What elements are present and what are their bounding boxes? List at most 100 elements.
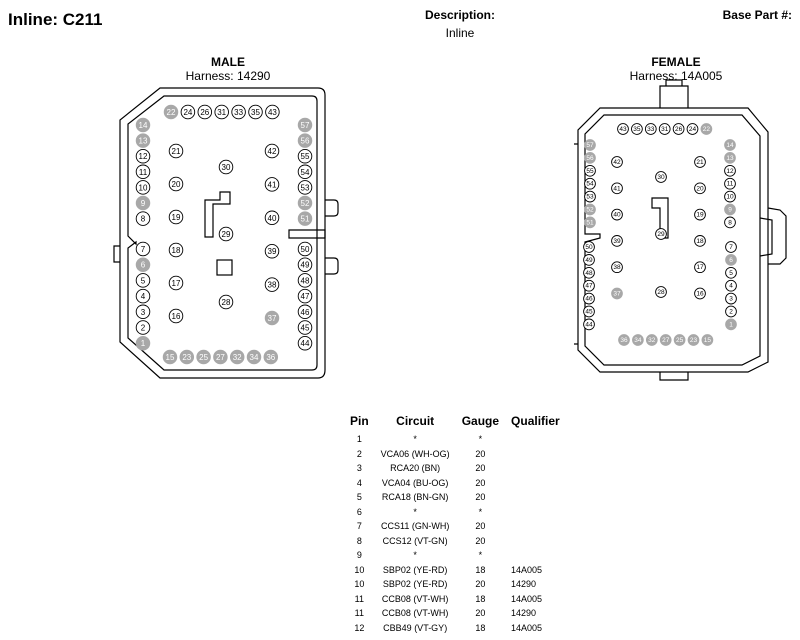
female-pin-23: 23 xyxy=(687,334,700,346)
male-pin-36: 36 xyxy=(263,349,279,365)
male-pin-47: 47 xyxy=(297,288,313,304)
female-pin-label: 43 xyxy=(619,126,627,133)
female-pin-label: 24 xyxy=(689,126,697,133)
male-pin-24: 24 xyxy=(180,104,196,120)
female-pin-label: 19 xyxy=(696,212,704,219)
circuit-cell: VCA06 (WH-OG) xyxy=(380,448,450,459)
male-pin-54: 54 xyxy=(297,164,313,180)
female-pin-circle xyxy=(724,216,736,229)
male-pin-circle xyxy=(197,104,213,120)
female-pin-31: 31 xyxy=(658,123,671,135)
male-pin-circle xyxy=(297,195,313,211)
female-pin-36: 36 xyxy=(618,334,630,346)
female-pin-circle xyxy=(673,334,686,346)
female-pin-label: 56 xyxy=(586,155,594,162)
male-pin-label: 10 xyxy=(139,183,148,192)
female-pin-circle xyxy=(611,261,623,274)
female-pin-circle xyxy=(658,123,671,135)
female-pin-label: 35 xyxy=(633,126,641,133)
male-pin-2: 2 xyxy=(135,320,151,335)
male-pin-circle xyxy=(264,277,280,292)
female-pin-circle xyxy=(611,156,623,168)
female-pin-circle xyxy=(694,156,706,168)
female-pin-label: 11 xyxy=(727,181,734,188)
female-pin-label: 53 xyxy=(586,194,594,201)
circuit-cell: CCS11 (GN-WH) xyxy=(381,521,450,532)
male-pin-53: 53 xyxy=(297,180,313,195)
male-pin-circle xyxy=(213,349,228,365)
female-pin-circle xyxy=(694,261,706,274)
pin-cell: 2 xyxy=(356,448,362,459)
male-pin-circle xyxy=(297,288,313,304)
female-pin-circle xyxy=(584,203,596,216)
female-pin-circle xyxy=(724,177,736,190)
male-pin-label: 18 xyxy=(172,246,181,255)
male-pin-circle xyxy=(231,104,246,120)
male-pin-12: 12 xyxy=(135,148,151,164)
female-pin-label: 52 xyxy=(586,207,594,214)
male-pin-circle xyxy=(135,273,151,288)
circuit-cell: RCA20 (BN) xyxy=(390,463,441,474)
male-pin-48: 48 xyxy=(297,273,313,288)
qualifier-cell xyxy=(505,519,566,534)
male-pin-circle xyxy=(297,335,313,351)
circuit-cell: * xyxy=(413,506,417,517)
female-pin-circle xyxy=(583,254,595,266)
pin-cell: 11 xyxy=(354,593,364,604)
male-pin-label: 29 xyxy=(222,230,231,239)
female-pin-circle xyxy=(659,334,672,346)
female-pin-circle xyxy=(631,123,643,135)
male-pin-label: 27 xyxy=(216,353,225,362)
female-pin-circle xyxy=(611,235,623,247)
female-pin-18: 18 xyxy=(694,235,706,247)
gauge-cell: 18 xyxy=(475,622,486,633)
male-pin-label: 25 xyxy=(199,353,208,362)
female-pin-circle xyxy=(725,266,737,279)
female-pin-circle xyxy=(694,235,706,247)
female-pin-circle xyxy=(725,241,737,253)
female-pin-20: 20 xyxy=(694,182,706,195)
female-pin-circle xyxy=(618,334,630,346)
female-pin-label: 15 xyxy=(704,337,712,344)
circuit-header: Circuit xyxy=(396,414,435,428)
male-pin-40: 40 xyxy=(264,210,280,226)
female-pin-9: 9 xyxy=(724,203,736,216)
female-title: FEMALE xyxy=(651,55,701,69)
male-pin-23: 23 xyxy=(179,349,195,365)
qualifier-cell xyxy=(505,476,566,491)
female-pin-circle xyxy=(701,334,714,346)
male-pin-label: 9 xyxy=(141,199,146,208)
male-pin-circle xyxy=(135,133,151,148)
female-pin-label: 49 xyxy=(585,257,593,264)
circuit-cell: CBB49 (VT-GY) xyxy=(383,622,448,633)
male-pin-5: 5 xyxy=(135,273,151,288)
female-pin-circle xyxy=(725,305,737,318)
male-pin-41: 41 xyxy=(264,177,280,192)
male-pin-label: 35 xyxy=(251,108,260,117)
pin-cell: 8 xyxy=(356,535,362,546)
female-pin-label: 31 xyxy=(661,126,669,133)
female-pin-47: 47 xyxy=(583,279,595,292)
male-pin-circle xyxy=(297,211,313,226)
female-pin-circle xyxy=(583,266,595,279)
female-pin-54: 54 xyxy=(584,177,596,190)
male-pin-16: 16 xyxy=(168,308,184,324)
male-pin-circle xyxy=(135,211,151,226)
male-pin-label: 39 xyxy=(268,247,277,256)
male-pin-9: 9 xyxy=(135,195,151,211)
male-pin-label: 49 xyxy=(301,261,310,270)
pin-cell: 6 xyxy=(356,506,362,517)
male-pin-circle xyxy=(297,164,313,180)
male-pin-label: 2 xyxy=(141,324,146,333)
female-pin-label: 39 xyxy=(613,238,621,245)
female-pin-circle xyxy=(687,334,700,346)
male-pin-circle xyxy=(135,180,151,195)
male-pin-26: 26 xyxy=(197,104,213,120)
male-pin-circle xyxy=(297,133,313,148)
male-pin-circle xyxy=(297,304,313,320)
female-pin-circle xyxy=(672,123,685,135)
male-pin-circle xyxy=(297,241,313,257)
male-pin-label: 1 xyxy=(141,339,146,348)
female-pin-circle xyxy=(724,190,736,203)
female-pin-51: 51 xyxy=(584,216,596,229)
